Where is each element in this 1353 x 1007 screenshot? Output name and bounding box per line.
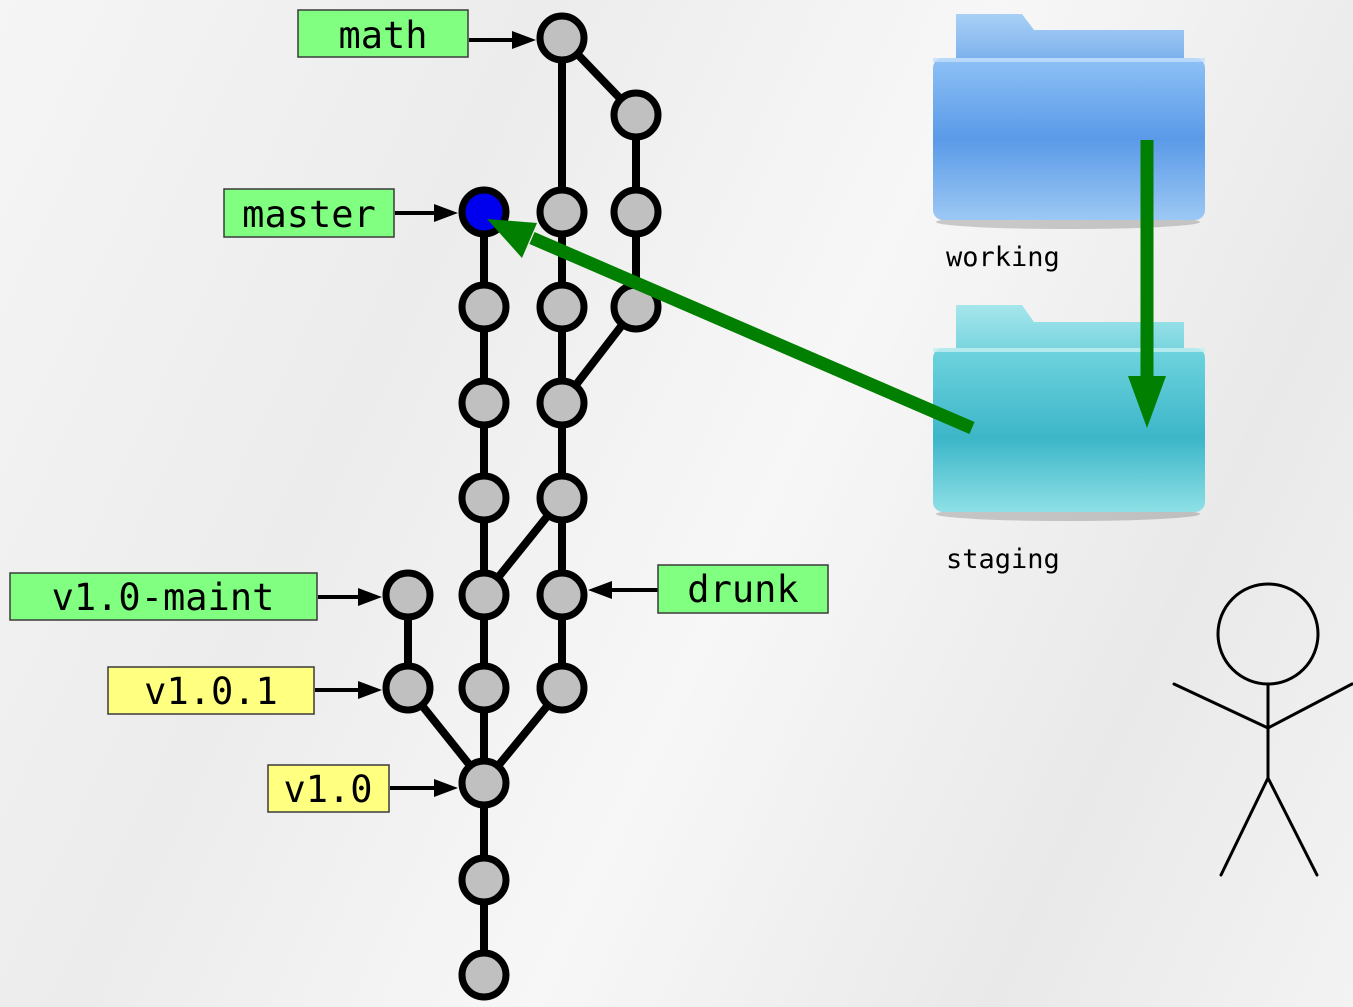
commit-node[interactable] <box>536 12 588 64</box>
commit-node[interactable] <box>458 377 510 429</box>
commit-node[interactable] <box>536 377 588 429</box>
commit-node[interactable] <box>458 757 510 809</box>
tag-label-v1-0-1[interactable]: v1.0.1 <box>107 666 315 715</box>
folder-icon[interactable] <box>933 305 1205 521</box>
commit-node[interactable] <box>536 662 588 714</box>
commit-graph-edges <box>404 34 640 979</box>
v101-pointer-arrowhead <box>358 681 382 699</box>
ref-pointer-arrows <box>315 31 658 797</box>
commit-node[interactable] <box>536 186 588 238</box>
commit-node[interactable] <box>458 569 510 621</box>
branch-label-math[interactable]: math <box>297 9 469 58</box>
branch-label-text: v1.0-maint <box>52 576 275 619</box>
commit-node[interactable] <box>458 949 510 1001</box>
master-pointer-arrowhead <box>434 204 458 222</box>
tag-label-text: v1.0 <box>283 768 372 811</box>
commit-flow-arrowhead <box>487 219 537 258</box>
commit-node[interactable] <box>458 281 510 333</box>
commit-flow-arrow-line <box>529 232 975 434</box>
branch-label-v1-0-maint[interactable]: v1.0-maint <box>9 572 318 621</box>
commit-node[interactable] <box>536 281 588 333</box>
branch-label-text: math <box>338 14 427 57</box>
branch-label-text: master <box>242 193 376 236</box>
commit-node[interactable] <box>610 89 662 141</box>
commit-node[interactable] <box>458 854 510 906</box>
commit-node[interactable] <box>382 662 434 714</box>
commit-node[interactable] <box>458 662 510 714</box>
branch-label-drunk[interactable]: drunk <box>657 564 829 614</box>
v10-pointer-arrowhead <box>434 779 458 797</box>
commit-node[interactable] <box>536 472 588 524</box>
tag-label-text: v1.0.1 <box>144 670 278 713</box>
branch-label-text: drunk <box>687 568 798 611</box>
working-area-label: working <box>946 242 1060 273</box>
commit-node[interactable] <box>610 186 662 238</box>
ref-labels: math master v1.0-maint drunk v1.0.1 v1.0 <box>9 9 829 813</box>
tag-label-v1-0[interactable]: v1.0 <box>267 764 390 813</box>
staging-area-label: staging <box>946 544 1060 575</box>
commit-node[interactable] <box>536 569 588 621</box>
flow-arrows <box>487 140 1166 434</box>
maint-pointer-arrowhead <box>358 588 382 606</box>
commit-node[interactable] <box>382 569 434 621</box>
branch-label-master[interactable]: master <box>223 188 395 238</box>
stick-figure-icon <box>1172 582 1353 877</box>
folder-icon[interactable] <box>933 14 1205 229</box>
math-pointer-arrowhead <box>512 31 536 49</box>
drunk-pointer-arrowhead <box>588 581 612 599</box>
commit-node[interactable] <box>458 472 510 524</box>
add-flow-arrowhead <box>1128 376 1166 428</box>
commit-nodes <box>382 12 662 1001</box>
